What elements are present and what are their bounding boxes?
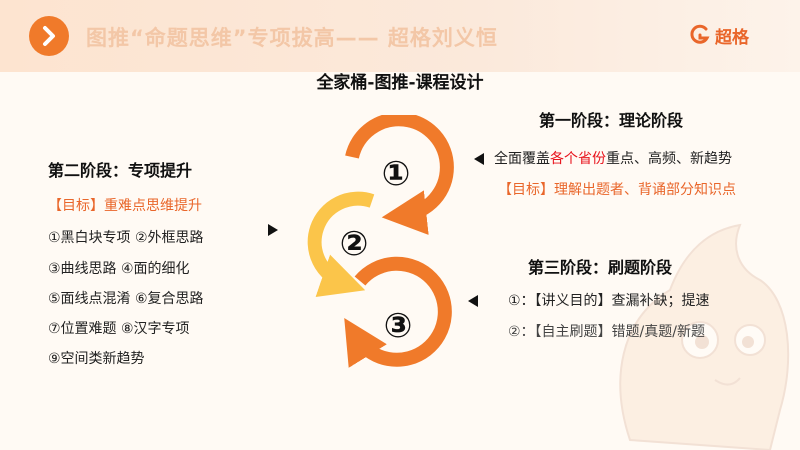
stage-cycle-diagram: ① ② ③ [307, 115, 454, 368]
stage2-item: ①黑白块专项 ②外框思路 [48, 230, 204, 246]
stage-number-3: ③ [384, 306, 413, 346]
page-title: 全家桶-图推-课程设计 [316, 73, 484, 93]
stage2-heading: 第二阶段：专项提升 [48, 161, 193, 180]
stage1-coverage-pre: 全面覆盖 [494, 151, 550, 167]
stage2-goal: 【目标】重难点思维提升 [48, 198, 202, 214]
stage2-item: ③曲线思路 ④面的细化 [48, 261, 190, 277]
header-title: 图推“命题思维”专项拔高—— 超格刘义恒 [86, 26, 498, 50]
stage3-item: ①：【讲义目的】查漏补缺；提速 [508, 293, 710, 309]
brand-logo-icon [690, 24, 710, 44]
stage1-coverage: 全面覆盖各个省份重点、高频、新趋势 [494, 148, 732, 168]
stage1-coverage-post: 重点、高频、新趋势 [606, 151, 732, 167]
stage-number-1: ① [382, 154, 411, 194]
stage2-item: ⑤面线点混淆 ⑥复合思路 [48, 291, 204, 307]
cycle-arrow-1 [345, 115, 454, 235]
stage2-item: ⑦位置难题 ⑧汉字专项 [48, 321, 190, 337]
stage3-heading: 第三阶段：刷题阶段 [528, 258, 673, 277]
pointer-right-icon [268, 224, 278, 236]
stage1-goal: 【目标】理解出题者、背诵部分知识点 [498, 182, 736, 198]
stage2-item: ⑨空间类新趋势 [48, 351, 145, 367]
stage1-coverage-highlight: 各个省份 [550, 151, 606, 167]
mascot-watermark [619, 223, 790, 450]
stage3-item: ②：【自主刷题】错题/真题/新题 [508, 324, 705, 340]
cycle-arrow-2 [307, 191, 375, 297]
stage1-heading: 第一阶段：理论阶段 [539, 111, 684, 130]
header-bar: 图推“命题思维”专项拔高—— 超格刘义恒 超格 [0, 0, 800, 72]
cycle-arrow-3 [344, 256, 452, 368]
chevron-right-icon[interactable] [29, 16, 69, 56]
pointer-left-icon [474, 153, 484, 165]
brand-name: 超格 [715, 28, 749, 48]
pointer-left-icon [468, 295, 478, 307]
stage-number-2: ② [340, 224, 369, 264]
